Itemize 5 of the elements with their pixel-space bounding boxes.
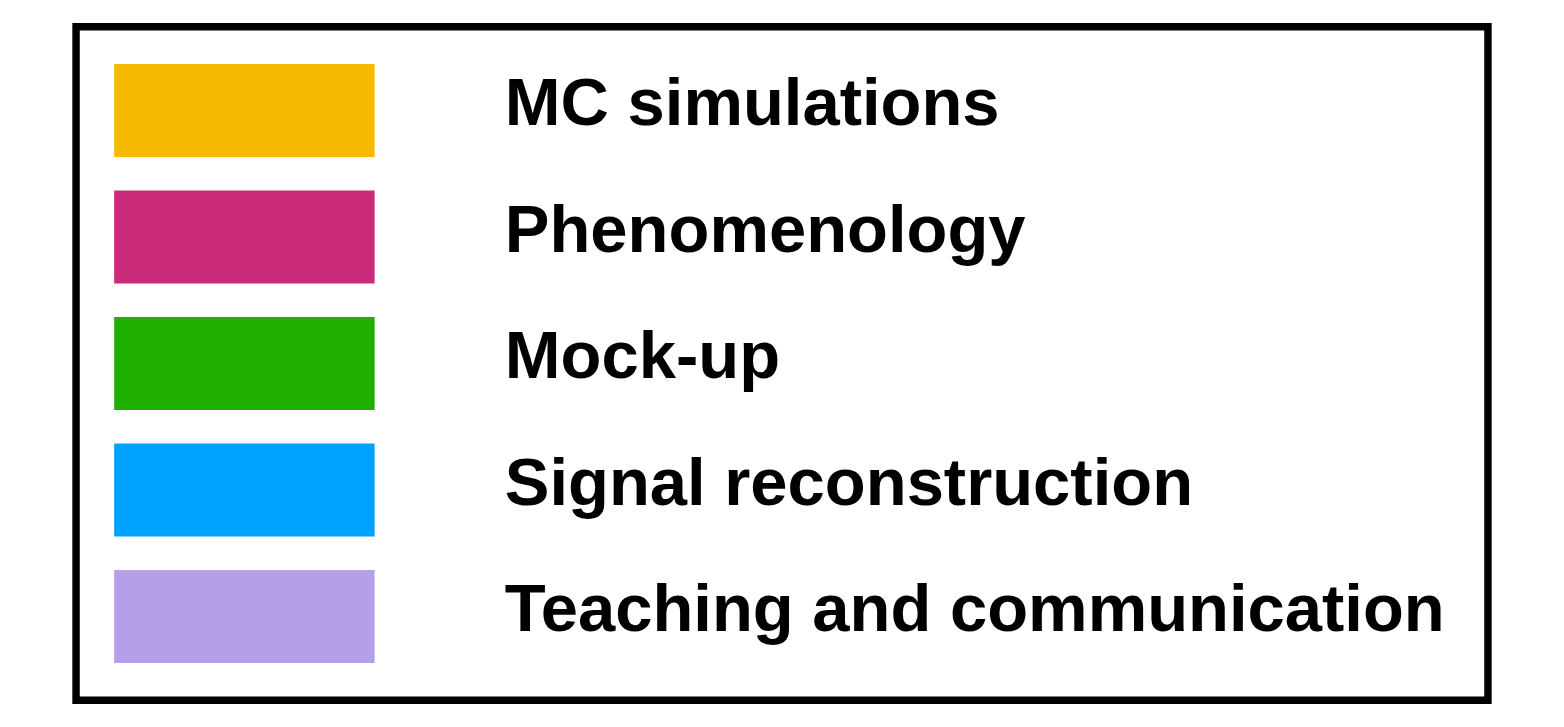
legend-label: Teaching and communication — [504, 570, 1445, 645]
legend-label: MC simulations — [504, 64, 1000, 140]
legend-label: Phenomenology — [504, 190, 1026, 266]
legend-label: Mock-up — [504, 317, 781, 393]
legend-label: Signal reconstruction — [504, 443, 1194, 519]
